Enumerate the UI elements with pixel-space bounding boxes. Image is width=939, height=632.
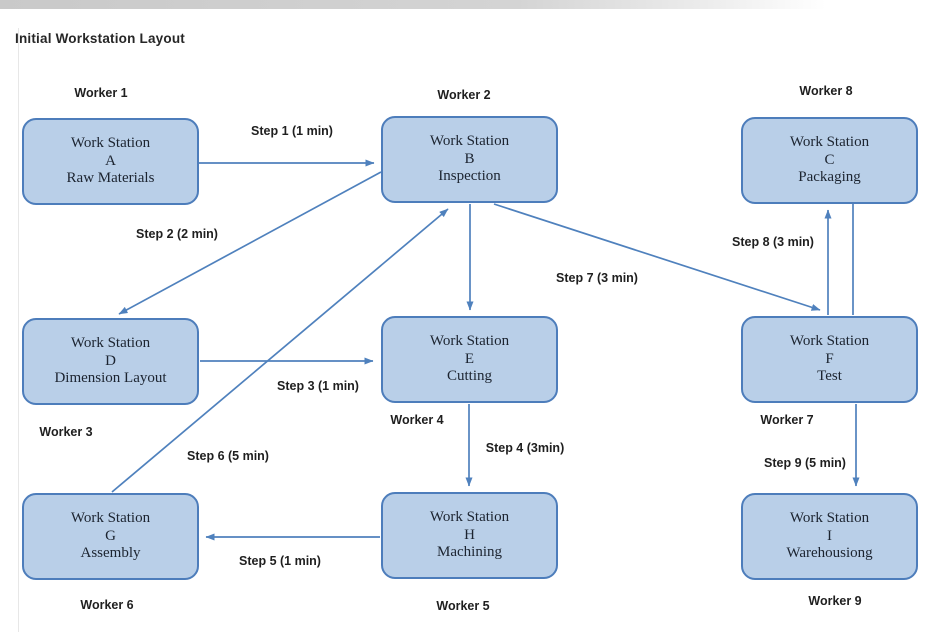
arrow-b-to-f bbox=[493, 203, 821, 311]
station-name: Work Station bbox=[789, 509, 870, 526]
station-function: Cutting bbox=[446, 368, 492, 385]
station-function: Warehousiong bbox=[786, 545, 873, 562]
worker-label-1: Worker 1 bbox=[74, 86, 128, 100]
station-function: Test bbox=[817, 368, 842, 385]
station-name: Work Station bbox=[429, 508, 510, 525]
worker-label-3: Worker 3 bbox=[39, 425, 93, 439]
worker-label-8: Worker 8 bbox=[799, 84, 853, 98]
station-letter: F bbox=[825, 350, 834, 367]
workstation-d: Work Station D Dimension Layout bbox=[22, 318, 199, 405]
station-name: Work Station bbox=[70, 334, 151, 351]
station-letter: E bbox=[464, 350, 475, 367]
arrow-b-to-d bbox=[118, 171, 382, 315]
scan-top-shadow bbox=[0, 0, 939, 9]
station-function: Inspection bbox=[438, 168, 501, 185]
station-letter: A bbox=[105, 152, 116, 169]
station-name: Work Station bbox=[70, 134, 151, 151]
workstation-h: Work Station H Machining bbox=[381, 492, 558, 579]
workstation-a: Work Station A Raw Materials bbox=[22, 118, 199, 205]
worker-label-2: Worker 2 bbox=[437, 88, 491, 102]
step-label-5: Step 5 (1 min) bbox=[239, 554, 321, 568]
station-function: Assembly bbox=[80, 545, 141, 562]
station-name: Work Station bbox=[789, 133, 870, 150]
workstation-f: Work Station F Test bbox=[741, 316, 918, 403]
step-label-6: Step 6 (5 min) bbox=[187, 449, 269, 463]
station-function: Machining bbox=[437, 544, 502, 561]
station-letter: D bbox=[105, 352, 116, 369]
station-function: Dimension Layout bbox=[54, 370, 167, 387]
station-name: Work Station bbox=[70, 509, 151, 526]
station-letter: I bbox=[827, 527, 832, 544]
diagram-title: Initial Workstation Layout bbox=[15, 31, 185, 46]
station-letter: H bbox=[464, 526, 475, 543]
step-label-1: Step 1 (1 min) bbox=[251, 124, 333, 138]
step-label-3: Step 3 (1 min) bbox=[277, 379, 359, 393]
workstation-b: Work Station B Inspection bbox=[381, 116, 558, 203]
station-letter: G bbox=[105, 527, 116, 544]
station-letter: C bbox=[824, 151, 835, 168]
worker-label-9: Worker 9 bbox=[808, 594, 862, 608]
worker-label-5: Worker 5 bbox=[436, 599, 490, 613]
worker-label-6: Worker 6 bbox=[80, 598, 134, 612]
step-label-9: Step 9 (5 min) bbox=[764, 456, 846, 470]
station-name: Work Station bbox=[789, 332, 870, 349]
workstation-e: Work Station E Cutting bbox=[381, 316, 558, 403]
station-name: Work Station bbox=[429, 132, 510, 149]
step-label-7: Step 7 (3 min) bbox=[556, 271, 638, 285]
station-name: Work Station bbox=[429, 332, 510, 349]
worker-label-4: Worker 4 bbox=[390, 413, 444, 427]
worker-label-7: Worker 7 bbox=[760, 413, 814, 427]
step-label-8: Step 8 (3 min) bbox=[732, 235, 814, 249]
workstation-c: Work Station C Packaging bbox=[741, 117, 918, 204]
station-function: Raw Materials bbox=[66, 170, 155, 187]
workstation-g: Work Station G Assembly bbox=[22, 493, 199, 580]
workstation-i: Work Station I Warehousiong bbox=[741, 493, 918, 580]
page-edge-line bbox=[18, 28, 19, 632]
station-letter: B bbox=[464, 150, 475, 167]
step-label-2: Step 2 (2 min) bbox=[136, 227, 218, 241]
step-label-4: Step 4 (3min) bbox=[485, 441, 565, 455]
arrow-g-to-b bbox=[111, 208, 449, 493]
station-function: Packaging bbox=[798, 169, 861, 186]
